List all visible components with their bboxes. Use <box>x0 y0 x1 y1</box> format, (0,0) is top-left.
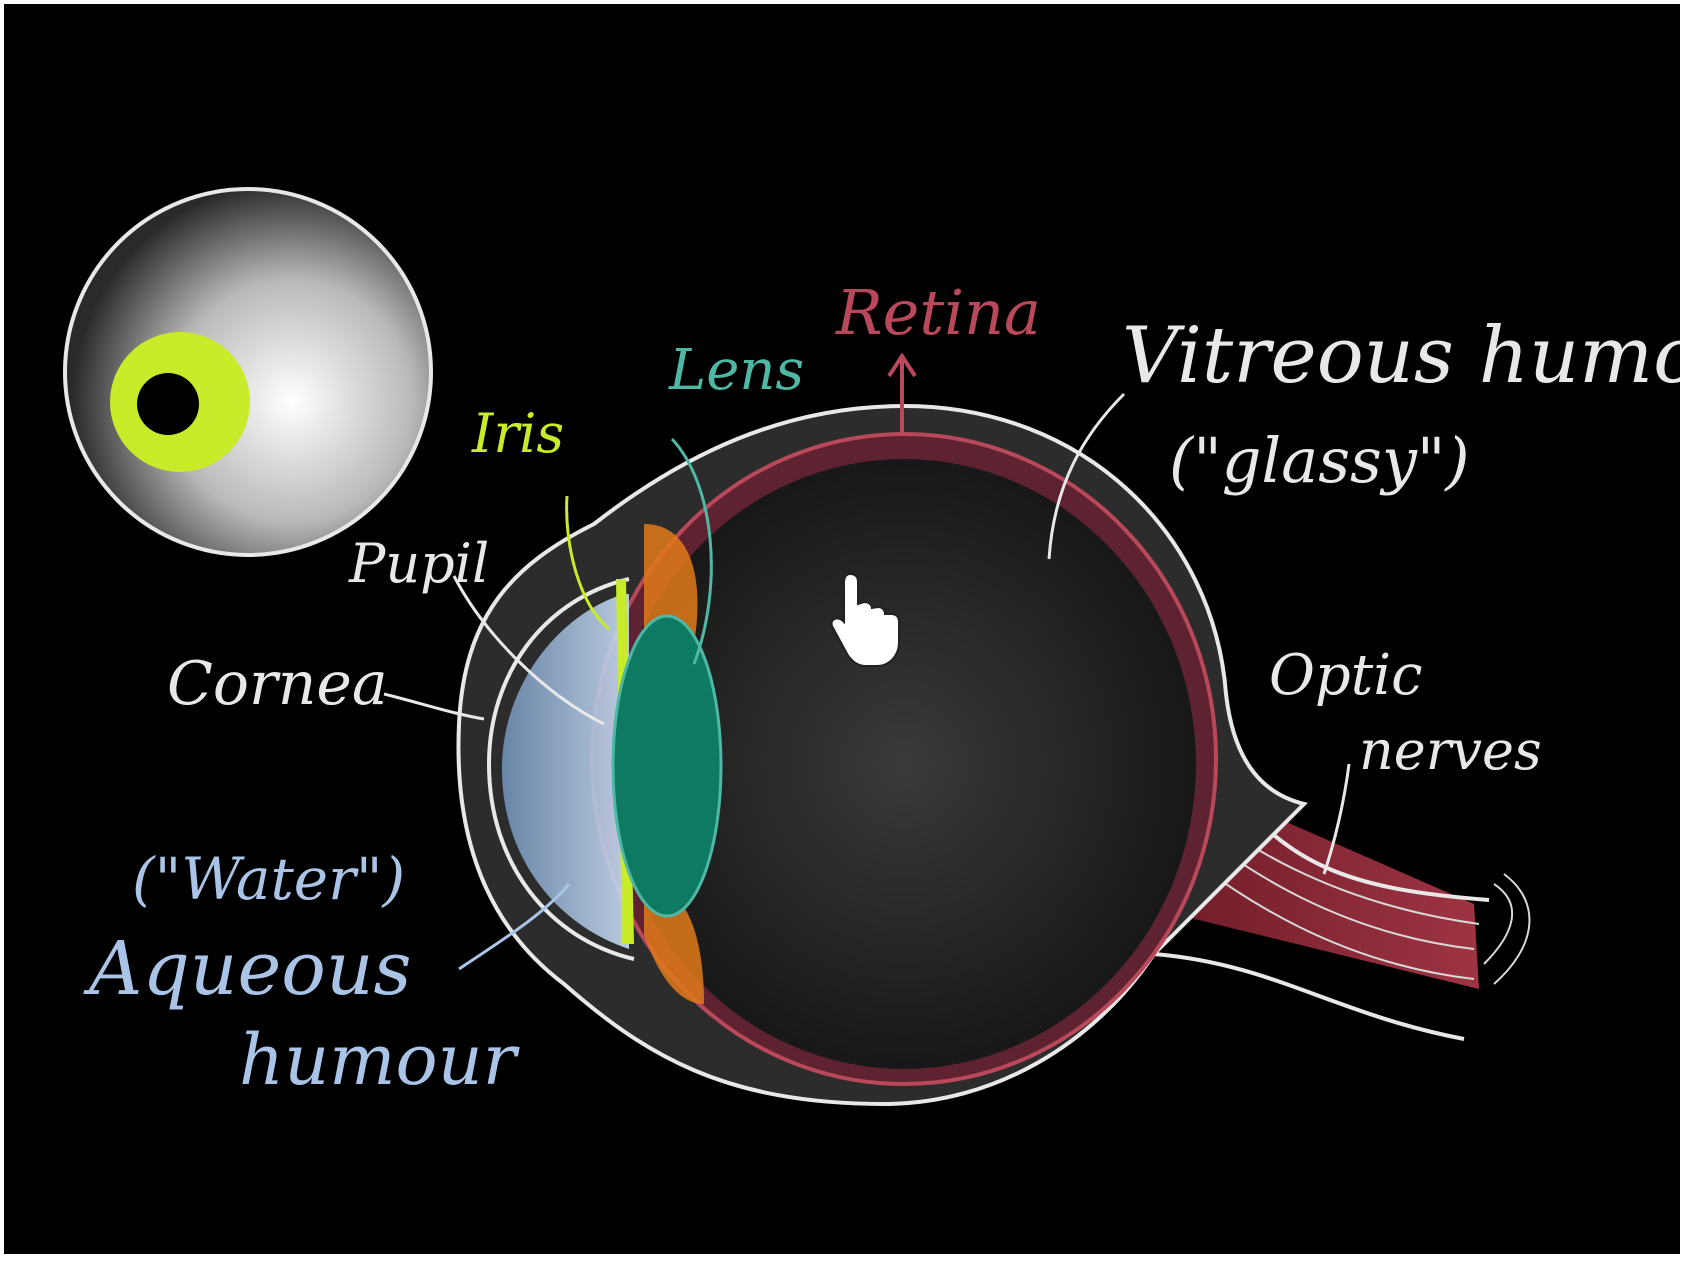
front-view-eye <box>65 189 431 555</box>
aqueous-humour-label: humour <box>239 1019 520 1101</box>
nerves-label: nerves <box>1359 719 1542 782</box>
vitreous-sublabel: ("glassy") <box>1169 424 1470 497</box>
pupil-label: Pupil <box>348 532 489 595</box>
iris-label: Iris <box>471 402 564 465</box>
lens-side <box>613 616 721 916</box>
nerve-fiber-end <box>1494 874 1529 984</box>
lens-label: Lens <box>668 338 804 403</box>
retina-label: Retina <box>835 276 1041 349</box>
water-label: ("Water") <box>132 845 405 913</box>
diagram-canvas: Retina Vitreous humour ("glassy") Lens I… <box>4 4 1680 1254</box>
eye-diagram: Retina Vitreous humour ("glassy") Lens I… <box>4 4 1680 1254</box>
optic-label: Optic <box>1269 643 1423 708</box>
cornea-label: Cornea <box>167 649 388 719</box>
nerve-fiber-end <box>1484 884 1512 964</box>
aqueous-label: Aqueous <box>83 926 411 1012</box>
vitreous-label: Vitreous humour <box>1122 311 1680 401</box>
pupil-front <box>137 373 199 435</box>
